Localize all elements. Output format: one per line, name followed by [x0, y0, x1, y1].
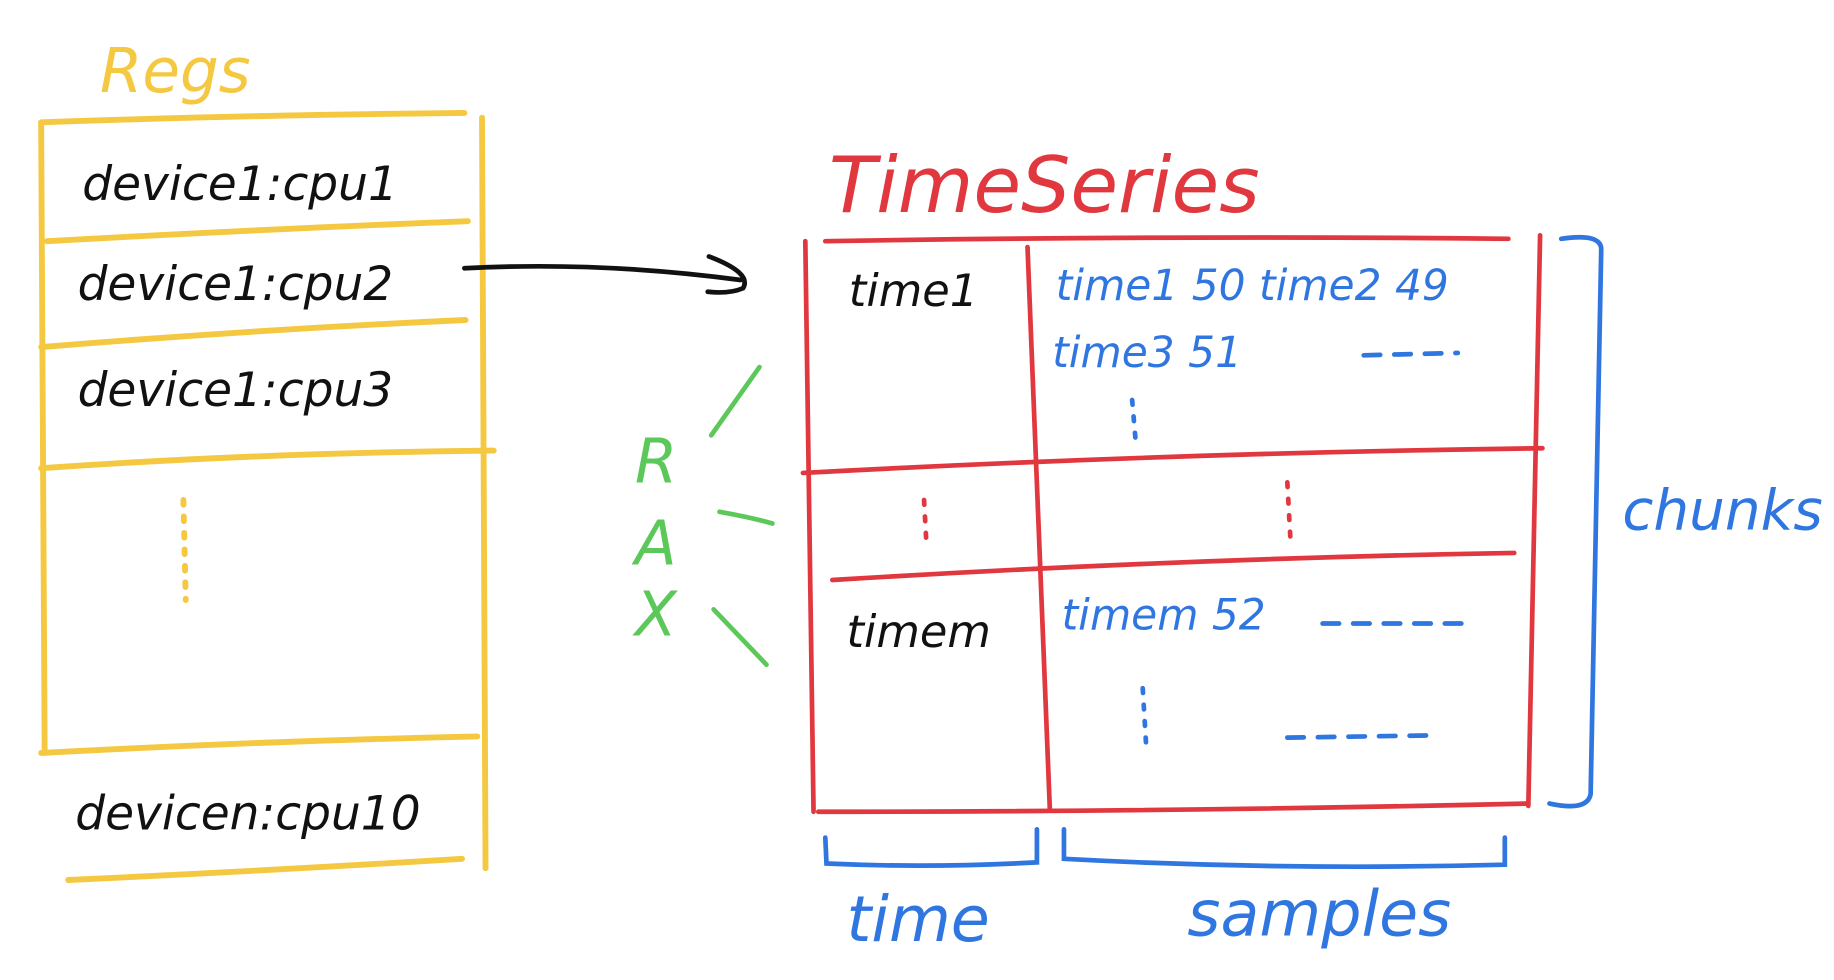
time-brace — [822, 827, 1040, 868]
chunks-brace — [1547, 234, 1604, 809]
rax-label: R A X — [631, 364, 775, 668]
timeseries-title: TimeSeries — [829, 141, 1260, 231]
reg-item: device1:cpu2 — [78, 257, 394, 312]
ellipsis-marks — [1129, 350, 1470, 750]
svg-text:A: A — [631, 509, 677, 580]
samples-brace — [1061, 827, 1508, 870]
reg-item: devicen:cpu10 — [75, 786, 420, 841]
time-label: time — [846, 882, 989, 956]
chunks-label: chunks — [1622, 478, 1822, 543]
sample-line: time1 50 time2 49 — [1056, 261, 1449, 310]
reg-item: device1:cpu3 — [78, 363, 394, 418]
reg-item: device1:cpu1 — [82, 157, 398, 212]
svg-text:R: R — [635, 426, 677, 497]
time-cell: time1 — [849, 265, 978, 317]
regs-title: Regs — [100, 36, 251, 107]
time-cell: timem — [846, 606, 990, 658]
samples-label: samples — [1187, 876, 1451, 950]
sample-line: time3 51 — [1052, 328, 1242, 377]
regs-box — [38, 110, 497, 883]
timeseries-table — [800, 232, 1545, 815]
arrow-icon — [462, 254, 747, 295]
sample-line: timem 52 — [1062, 590, 1266, 639]
svg-text:X: X — [632, 579, 678, 650]
